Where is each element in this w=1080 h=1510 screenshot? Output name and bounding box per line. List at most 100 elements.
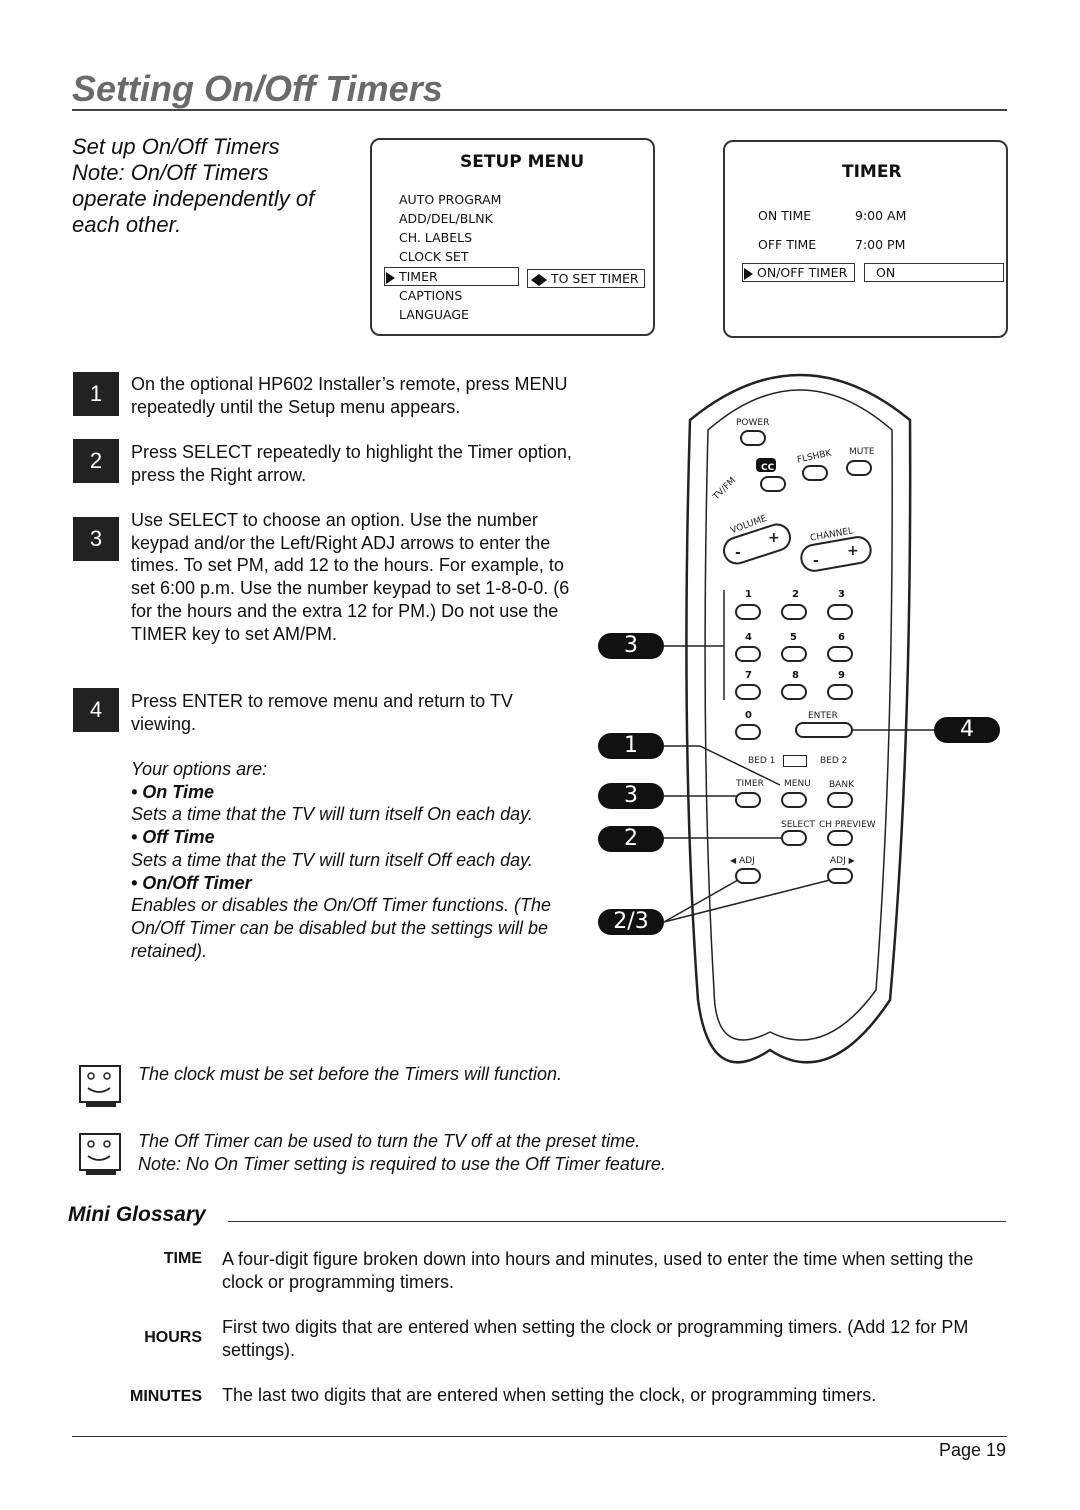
adj-left-button[interactable] [735,868,761,884]
digit-label: 0 [745,710,752,721]
setup-menu-heading: SETUP MENU [460,152,585,172]
page-title: Setting On/Off Timers [72,68,443,109]
digit-label: 3 [838,589,845,600]
digit-label: 5 [790,632,797,643]
menu-item: AUTO PROGRAM [399,192,502,207]
callout-step: 2/3 [598,909,664,935]
digit-label: 1 [745,589,752,600]
power-button[interactable] [740,430,766,446]
off-time-label: OFF TIME [758,237,817,252]
glossary-term: HOURS [144,1329,202,1346]
volume-minus: - [735,545,741,561]
adj-right-button[interactable] [827,868,853,884]
option-desc: Enables or disables the On/Off Timer fun… [131,895,552,961]
intro-note: Set up On/Off Timers Note: On/Off Timers… [72,134,352,238]
step-number: 4 [73,688,119,732]
options-intro: Your options are: [131,759,268,779]
flshbk-button[interactable] [802,465,828,481]
adj-left-label: ◀ ADJ [730,856,755,866]
glossary-term: TIME [163,1250,202,1267]
footer-divider [72,1436,1007,1437]
on-time-value: 9:00 AM [855,208,907,223]
menu-item: ADD/DEL/BLNK [399,211,493,226]
adj-right-label: ADJ ▶ [830,856,855,866]
setup-menu-screen: SETUP MENU AUTO PROGRAM ADD/DEL/BLNK CH.… [370,138,655,336]
menu-item: CAPTIONS [399,288,463,303]
intro-line: Note: On/Off Timers [72,160,269,185]
option-desc: Sets a time that the TV will turn itself… [131,804,533,825]
digit-1-button[interactable] [735,604,761,620]
enter-button[interactable] [795,722,853,738]
off-time-value: 7:00 PM [855,237,906,252]
bank-label: BANK [829,780,854,790]
step-text: Use SELECT to choose an option. Use the … [131,510,570,644]
step-text: On the optional HP602 Installer’s remote… [131,374,568,417]
menu-label: MENU [784,779,811,789]
timer-menu-screen: TIMER ON TIME 9:00 AM OFF TIME 7:00 PM O… [723,140,1008,338]
tvfm-button[interactable] [760,476,786,492]
left-arrow-icon: ◀ [730,856,737,865]
tip-text: The Off Timer can be used to turn the TV… [138,1130,666,1176]
digit-9-button[interactable] [827,684,853,700]
note-face-icon [79,1065,121,1107]
menu-button[interactable] [781,792,807,808]
adj-left-text: ADJ [739,856,755,866]
volume-plus: + [768,530,780,546]
left-arrow-icon [531,273,539,286]
select-button[interactable] [781,830,807,846]
select-label: SELECT [781,820,815,830]
remote-inner-outline [704,389,893,1041]
digit-label: 8 [792,670,799,681]
menu-item-selected: TIMER [386,269,438,284]
glossary-definition: A four-digit figure broken down into hou… [222,1249,974,1292]
callout-line [699,745,781,786]
pointer-icon [744,267,753,280]
bed2-label: BED 2 [820,756,848,766]
tip-line: The Off Timer can be used to turn the TV… [138,1131,641,1151]
callout-step: 2 [598,826,664,852]
step-text: Press ENTER to remove menu and return to… [131,691,513,734]
intro-line: operate independently of [72,186,315,211]
step-text: Press SELECT repeatedly to highlight the… [131,442,572,485]
adj-right-text: ADJ [830,856,846,866]
hint-box [527,269,645,288]
right-arrow-icon [539,273,547,286]
glossary-definition: First two digits that are entered when s… [222,1317,969,1360]
tip-text: The clock must be set before the Timers … [138,1064,563,1084]
digit-2-button[interactable] [781,604,807,620]
digit-3-button[interactable] [827,604,853,620]
mute-button[interactable] [846,460,872,476]
digit-6-button[interactable] [827,646,853,662]
glossary-title: Mini Glossary [68,1203,206,1226]
bank-button[interactable] [827,792,853,808]
callout-step: 3 [598,633,664,659]
onoff-timer-value: ON [876,265,896,280]
option-name: • On/Off Timer [131,872,252,893]
digit-5-button[interactable] [781,646,807,662]
digit-8-button[interactable] [781,684,807,700]
option-desc: Sets a time that the TV will turn itself… [131,849,533,870]
timer-button[interactable] [735,792,761,808]
glossary-divider [228,1221,1006,1222]
digit-7-button[interactable] [735,684,761,700]
page-number: Page 19 [938,1440,1006,1460]
digit-label: 2 [792,589,799,600]
option-name: • Off Time [131,827,215,848]
remote-outline [685,373,912,1064]
digit-label: 6 [838,632,845,643]
pointer-icon [386,271,395,284]
callout-line [663,879,831,923]
digit-label: 7 [745,670,752,681]
cc-label: CC [761,463,775,473]
ch-preview-button[interactable] [827,830,853,846]
title-divider [72,109,1007,111]
digit-4-button[interactable] [735,646,761,662]
digit-0-button[interactable] [735,724,761,740]
intro-line: Set up On/Off Timers [72,134,280,159]
timer-menu-heading: TIMER [842,162,902,182]
callout-step: 3 [598,783,664,809]
bed1-label: BED 1 [748,756,776,766]
bed-switch[interactable] [783,755,807,767]
step-number: 1 [73,372,119,416]
ch-preview-label: CH PREVIEW [819,820,876,830]
